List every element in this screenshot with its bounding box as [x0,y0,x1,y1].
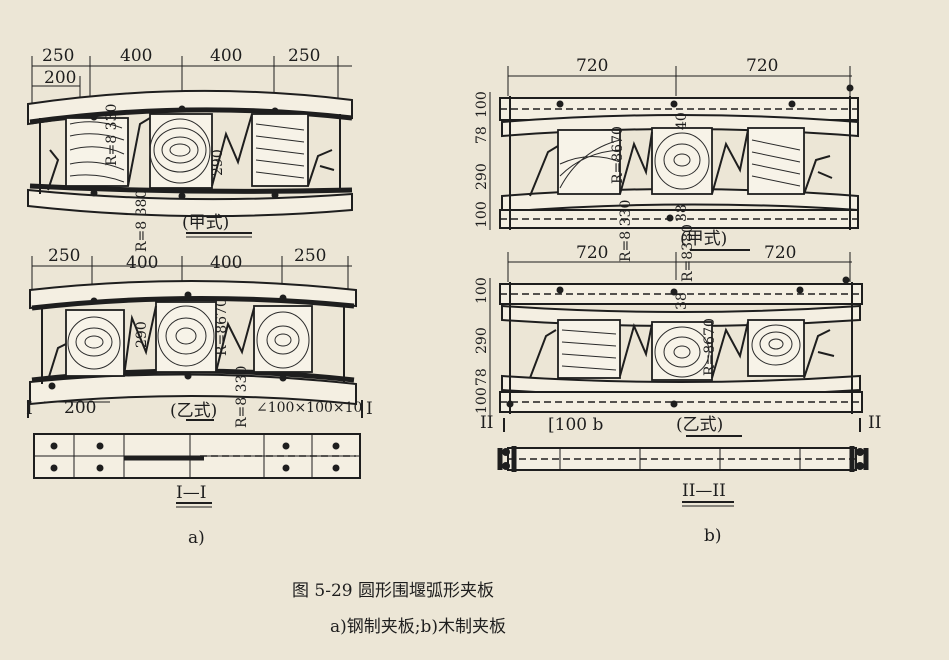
panel-a-label: a) [188,528,205,548]
panel-b-top-dim-38: 38 [674,204,690,222]
panel-b-bottom-vdim-4: 100 [474,387,490,414]
panel-a-top-dim-3: 400 [210,46,242,66]
panel-a-bottom-radius-outer: R=8 330 [234,366,250,428]
panel-b-top-dim-1: 720 [576,56,608,76]
panel-a-top-assembly: 250 400 400 250 200 [27,46,353,252]
panel-b-top-vdim-4: 100 [474,201,490,228]
panel-a-bottom-dim-2: 400 [126,253,158,273]
panel-a-top-name: (甲式) [182,213,229,233]
panel-b-top-radius-outer: R=8 330 [618,200,634,262]
panel-b-top-vdim-1: 100 [474,91,490,118]
panel-b-section-mark-right: II [868,413,881,433]
figure-caption-sub: a)钢制夹板;b)木制夹板 [330,617,506,637]
panel-b-section-name: II—II [682,481,726,501]
panel-b-bottom-name: (乙式) [676,415,723,435]
panel-b-top-dim-2: 720 [746,56,778,76]
panel-b-top-dim-40: 40 [674,112,690,130]
panel-a-top-sub-dim: 200 [44,68,76,88]
panel-b-bottom-vdim-1: 100 [474,277,490,304]
panel-a-top-dim-2: 400 [120,46,152,66]
panel-a-top-radius-outer: R=8 380 [134,190,150,252]
panel-b-top-radius-inner: R=8670 [610,126,626,184]
panel-b-top-assembly: 720 720 100 78 290 100 40 [474,56,859,262]
panel-a-bottom-name: (乙式) [170,401,217,421]
figure-caption-main: 图 5-29 圆形围堰弧形夹板 [292,581,494,601]
panel-a-top-dim-1: 250 [42,46,74,66]
panel-a-bottom-dim-3: 400 [210,253,242,273]
panel-a-bottom-radius-inner: R=8670 [214,298,230,356]
panel-b-bottom-assembly: 720 720 R=8380 100 290 78 100 [474,224,881,437]
panel-b-top-vdim-3: 290 [474,163,490,190]
panel-b-section-view: II—II [497,446,869,507]
panel-b-bottom-dim-1: 720 [576,243,608,263]
panel-b-bottom-vdim-2: 290 [474,327,490,354]
panel-b-bottom-vdim-3: 78 [474,368,490,386]
panel-b-channel: [100 b [548,415,603,435]
panel-a-top-height: 290 [210,149,226,176]
panel-b-bottom-dim-38: 38 [674,292,690,310]
panel-a-section-view: I—I [33,433,361,508]
panel-b-section-mark-left: II [480,413,493,433]
panel-a-bottom-dim-1: 250 [48,246,80,266]
panel-b-top-name: (甲式) [680,229,727,249]
panel-b-bottom-dim-2: 720 [764,243,796,263]
panel-a-top-radius-inner: R=8 330 [104,104,120,166]
panel-b-label: b) [704,526,722,546]
panel-a-bottom-sub-dim: 200 [64,398,96,418]
panel-a-section-mark-right: I [366,399,373,419]
panel-a-bottom-height: 290 [134,321,150,348]
panel-b-bottom-radius-top: R=8380 [680,224,696,282]
panel-a-bottom-assembly: 250 400 400 250 290 R=8670 [26,246,373,428]
panel-a-section-name: I—I [176,483,206,503]
panel-a-bottom-dim-4: 250 [294,246,326,266]
panel-b-bottom-radius-inner: R=8670 [702,318,718,376]
panel-a-bottom-angle: ∠100×100×10 [256,400,362,416]
panel-b-top-vdim-2: 78 [474,126,490,144]
panel-a-top-dim-4: 250 [288,46,320,66]
panel-a-section-mark-left: I [26,399,33,419]
